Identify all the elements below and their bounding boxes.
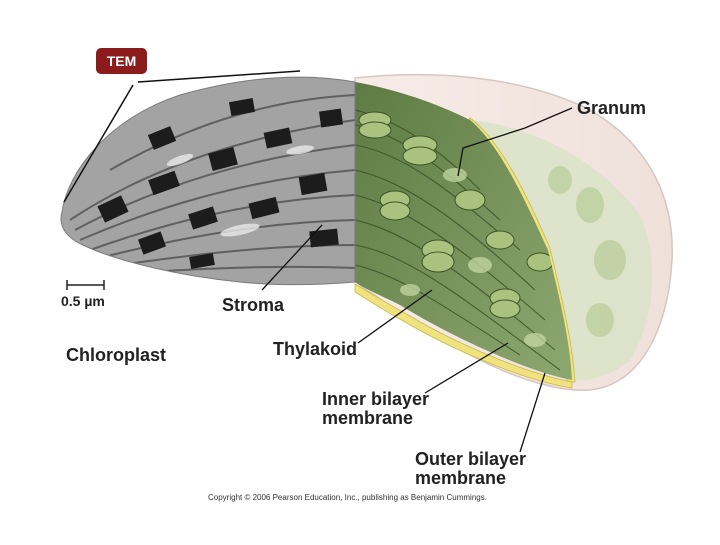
label-granum: Granum: [577, 98, 646, 118]
label-stroma: Stroma: [222, 295, 284, 315]
tem-badge: TEM: [96, 48, 147, 74]
scale-bar: [67, 280, 104, 290]
label-outer-membrane-line2: membrane: [415, 468, 506, 488]
label-outer-membrane-line1: Outer bilayer: [415, 449, 526, 469]
label-inner-membrane-line2: membrane: [322, 408, 413, 428]
outer-membrane-leader: [520, 373, 545, 452]
scale-bar-label: 0.5 µm: [61, 293, 105, 309]
label-chloroplast: Chloroplast: [66, 345, 166, 365]
tem-micrograph: [55, 70, 360, 295]
copyright-notice: Copyright © 2006 Pearson Education, Inc.…: [208, 493, 487, 502]
label-inner-membrane-line1: Inner bilayer: [322, 389, 429, 409]
label-thylakoid: Thylakoid: [273, 339, 357, 359]
